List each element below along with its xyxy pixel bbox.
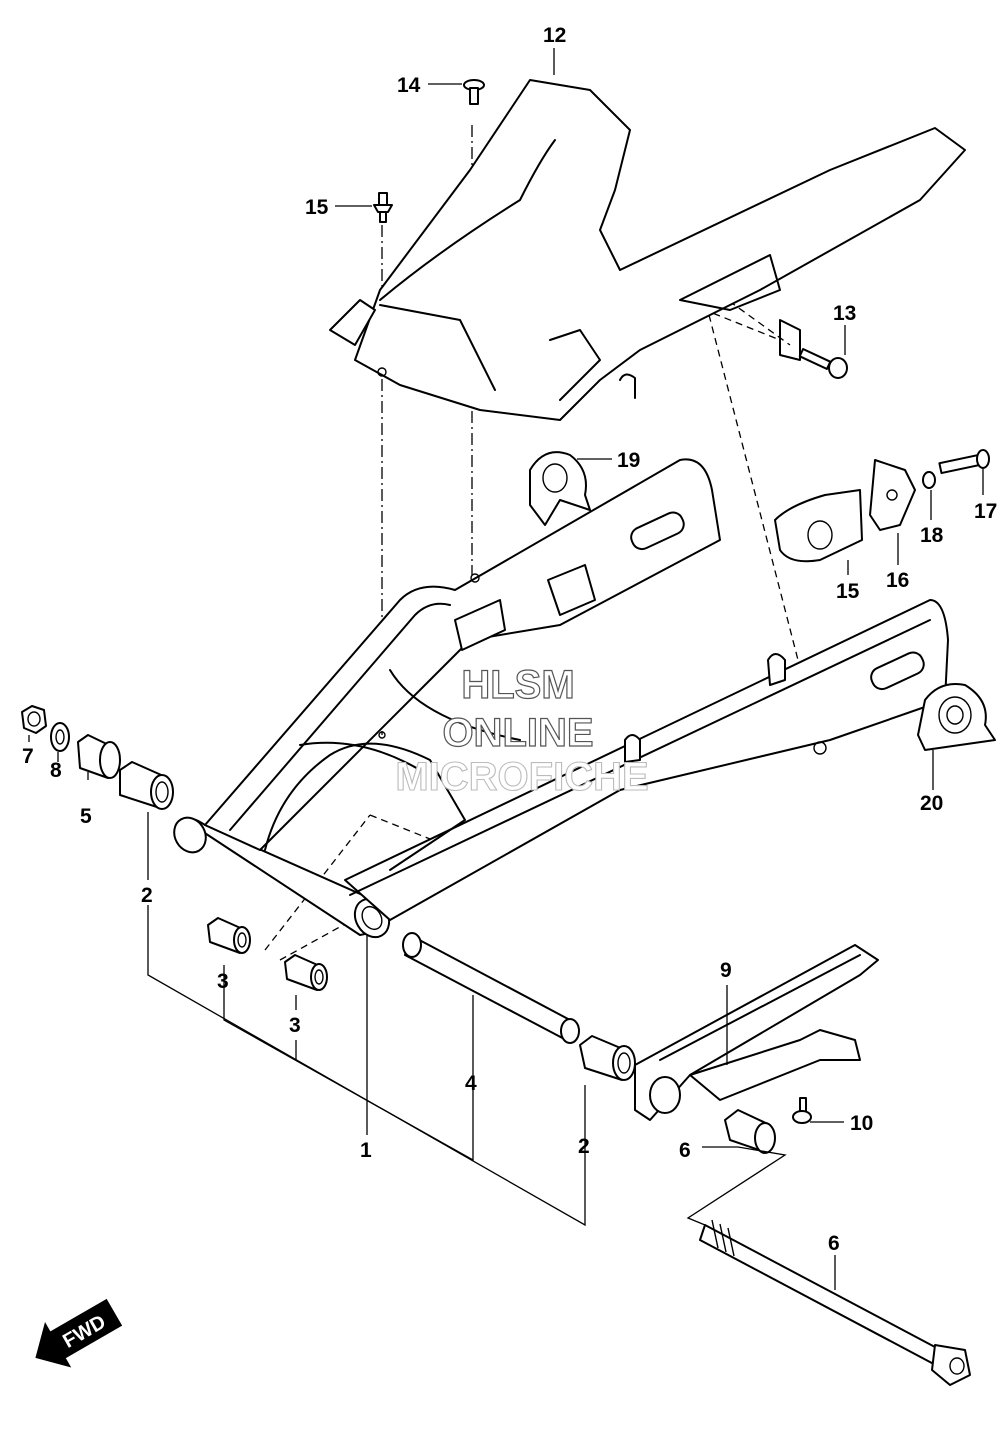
callout-17: 17 <box>974 500 997 523</box>
callout-20: 20 <box>920 792 943 815</box>
callout-18: 18 <box>920 524 944 547</box>
fwd-badge: FWD <box>35 1298 123 1368</box>
callout-2-right: 2 <box>578 1135 590 1158</box>
bearing-2-right <box>579 1035 636 1081</box>
callout-2-left: 2 <box>141 884 153 907</box>
callout-5-right: 6 <box>679 1139 691 1162</box>
washer-18 <box>922 471 936 489</box>
bolt-12 <box>798 348 848 379</box>
bracket-19 <box>529 451 591 526</box>
callout-14: 15 <box>305 196 329 219</box>
callout-4: 4 <box>465 1072 477 1095</box>
callout-6: 6 <box>828 1232 840 1255</box>
bracket-16 <box>869 459 916 531</box>
mount-20 <box>917 683 996 751</box>
watermark-line2: ONLINE <box>442 711 593 755</box>
callout-8: 8 <box>50 759 62 782</box>
spacer-5-right <box>724 1109 776 1154</box>
clip-14 <box>373 192 393 223</box>
callout-3-lower: 3 <box>289 1014 301 1037</box>
callout-9: 9 <box>720 959 732 982</box>
axle-6 <box>699 1219 971 1386</box>
swingarm <box>173 458 949 939</box>
chain-guide-9 <box>634 944 879 1121</box>
fwd-arrow-icon <box>35 1298 123 1368</box>
washer-8 <box>50 722 70 752</box>
callout-3-upper: 3 <box>217 970 229 993</box>
bearing-3-lower <box>284 954 328 991</box>
callout-numbers: 12 14 15 13 19 17 18 16 15 20 7 8 5 2 3 … <box>22 24 997 1255</box>
callout-1: 1 <box>360 1139 372 1162</box>
screw-13 <box>463 79 485 105</box>
bolt-10 <box>792 1097 812 1124</box>
slider-15 <box>774 489 863 563</box>
bearing-2-left <box>119 761 174 810</box>
rear-fender <box>329 79 966 421</box>
spacer-5-left <box>77 734 121 779</box>
callout-13: 14 <box>397 74 421 97</box>
callout-15: 15 <box>836 580 860 603</box>
callout-19: 19 <box>617 449 640 472</box>
watermark: HLSM ONLINE MICROFICHE <box>395 662 649 799</box>
watermark-line3: MICROFICHE <box>395 755 648 799</box>
leader-lines <box>28 48 984 1290</box>
callout-5-left: 5 <box>80 805 92 828</box>
bolt-17 <box>938 449 990 475</box>
nut-7 <box>21 705 47 734</box>
callout-7: 7 <box>22 745 34 768</box>
bearing-3-upper <box>207 917 251 954</box>
callout-11: 12 <box>543 24 566 47</box>
callout-10: 10 <box>850 1112 873 1135</box>
callout-16: 16 <box>886 569 909 592</box>
watermark-line1: HLSM <box>461 663 574 707</box>
pipe-4 <box>402 932 580 1044</box>
callout-12: 13 <box>833 302 856 325</box>
